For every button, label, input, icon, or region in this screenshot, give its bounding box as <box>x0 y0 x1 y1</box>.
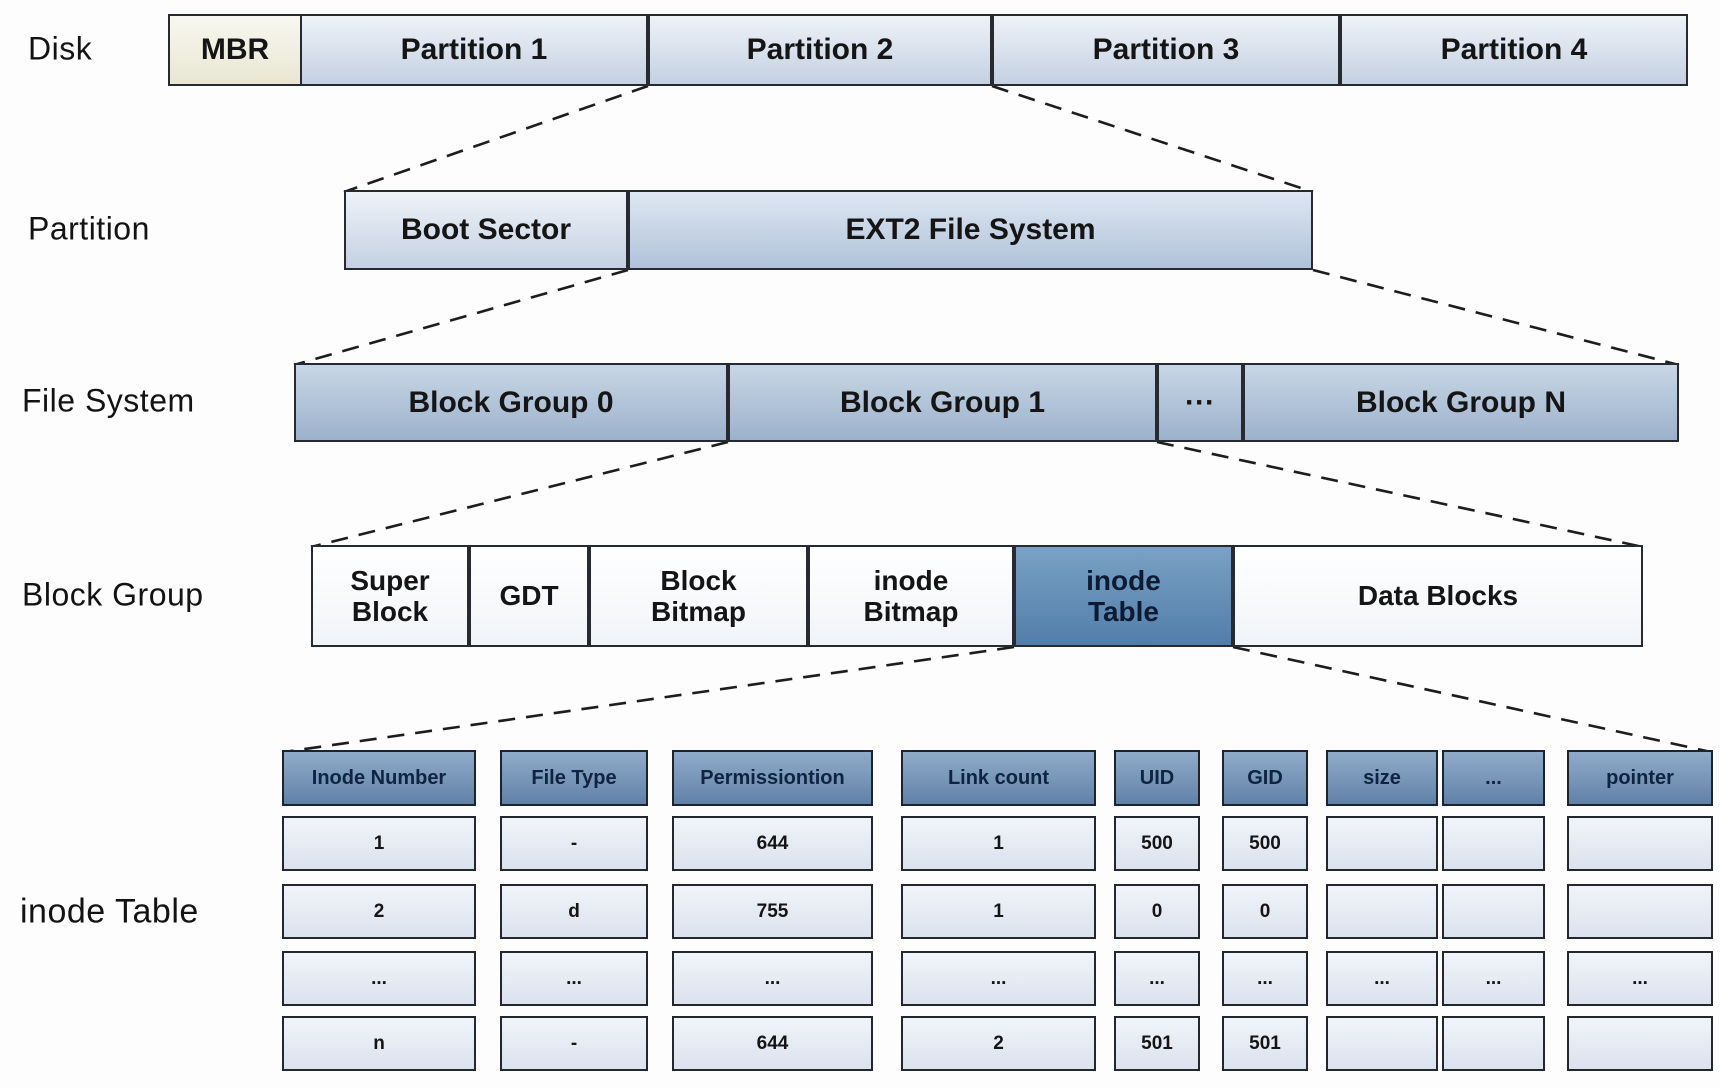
box-gdt: GDT <box>469 545 589 647</box>
connector-partition1-to-bootsector <box>343 84 649 194</box>
inode-col-header-col-7: ... <box>1442 750 1545 806</box>
inode-cell-r4-uid: 501 <box>1114 1016 1200 1071</box>
level-label-inode-table: inode Table <box>20 892 199 931</box>
box-boot-sector: Boot Sector <box>344 190 628 270</box>
level-label-disk: Disk <box>28 30 93 67</box>
inode-cell-r1-pointer <box>1567 816 1713 871</box>
inode-cell-r4-inode-number: n <box>282 1016 476 1071</box>
inode-col-header-permissiontion: Permissiontion <box>672 750 873 806</box>
inode-cell-r4-size <box>1326 1016 1438 1071</box>
level-label-block-group: Block Group <box>22 576 204 613</box>
inode-cell-r3-pointer: ... <box>1567 951 1713 1006</box>
connector-inodetable-right <box>1232 645 1712 754</box>
box-data-blocks: Data Blocks <box>1233 545 1643 647</box>
inode-cell-r2-link-count: 1 <box>901 884 1096 939</box>
inode-cell-r2-inode-number: 2 <box>282 884 476 939</box>
inode-cell-r4-file-type: - <box>500 1016 648 1071</box>
box-block-group-dots: ··· <box>1157 363 1243 442</box>
inode-cell-r3-gid: ... <box>1222 951 1308 1006</box>
box-block-group-0: Block Group 0 <box>294 363 728 442</box>
inode-cell-r2-col-7 <box>1442 884 1545 939</box>
inode-cell-r3-col-7: ... <box>1442 951 1545 1006</box>
inode-cell-r2-uid: 0 <box>1114 884 1200 939</box>
inode-cell-r1-permissiontion: 644 <box>672 816 873 871</box>
connector-blockgroup-to-datablocks <box>1156 440 1644 549</box>
inode-cell-r2-permissiontion: 755 <box>672 884 873 939</box>
box-super-block: Super Block <box>311 545 469 647</box>
inode-cell-r4-gid: 501 <box>1222 1016 1308 1071</box>
box-block-group-1: Block Group 1 <box>728 363 1157 442</box>
inode-cell-r2-pointer <box>1567 884 1713 939</box>
box-partition-1: Partition 1 <box>300 14 648 86</box>
inode-cell-r4-permissiontion: 644 <box>672 1016 873 1071</box>
box-partition-3: Partition 3 <box>992 14 1340 86</box>
inode-col-header-inode-number: Inode Number <box>282 750 476 806</box>
connector-ext2-to-blockgroup0 <box>293 268 629 367</box>
inode-cell-r3-permissiontion: ... <box>672 951 873 1006</box>
inode-cell-r2-gid: 0 <box>1222 884 1308 939</box>
inode-cell-r1-uid: 500 <box>1114 816 1200 871</box>
inode-cell-r1-size <box>1326 816 1438 871</box>
box-ext2-file-system: EXT2 File System <box>628 190 1313 270</box>
level-label-partition: Partition <box>28 210 150 247</box>
inode-cell-r2-file-type: d <box>500 884 648 939</box>
inode-cell-r1-col-7 <box>1442 816 1545 871</box>
inode-cell-r1-link-count: 1 <box>901 816 1096 871</box>
inode-cell-r4-col-7 <box>1442 1016 1545 1071</box>
box-block-bitmap: Block Bitmap <box>589 545 808 647</box>
connector-blockgroup-to-superblock <box>310 440 729 549</box>
inode-cell-r1-gid: 500 <box>1222 816 1308 871</box>
inode-cell-r3-file-type: ... <box>500 951 648 1006</box>
inode-col-header-gid: GID <box>1222 750 1308 806</box>
level-label-file-system: File System <box>22 382 195 419</box>
inode-cell-r3-inode-number: ... <box>282 951 476 1006</box>
box-partition-2: Partition 2 <box>648 14 992 86</box>
box-inode-bitmap: inode Bitmap <box>808 545 1014 647</box>
inode-cell-r1-inode-number: 1 <box>282 816 476 871</box>
inode-cell-r3-uid: ... <box>1114 951 1200 1006</box>
inode-col-header-file-type: File Type <box>500 750 648 806</box>
inode-col-header-uid: UID <box>1114 750 1200 806</box>
box-partition-4: Partition 4 <box>1340 14 1688 86</box>
box-inode-table: inode Table <box>1014 545 1233 647</box>
inode-cell-r3-size: ... <box>1326 951 1438 1006</box>
inode-cell-r4-pointer <box>1567 1016 1713 1071</box>
inode-cell-r2-size <box>1326 884 1438 939</box>
inode-cell-r3-link-count: ... <box>901 951 1096 1006</box>
inode-cell-r4-link-count: 2 <box>901 1016 1096 1071</box>
box-mbr: MBR <box>168 14 302 86</box>
connector-inodetable-left <box>283 645 1015 754</box>
inode-col-header-link-count: Link count <box>901 750 1096 806</box>
connector-ext2-to-blockgroupN <box>1312 268 1680 367</box>
box-block-group-n: Block Group N <box>1243 363 1679 442</box>
connector-partition2-to-ext2 <box>991 84 1314 194</box>
inode-col-header-pointer: pointer <box>1567 750 1713 806</box>
inode-col-header-size: size <box>1326 750 1438 806</box>
inode-cell-r1-file-type: - <box>500 816 648 871</box>
